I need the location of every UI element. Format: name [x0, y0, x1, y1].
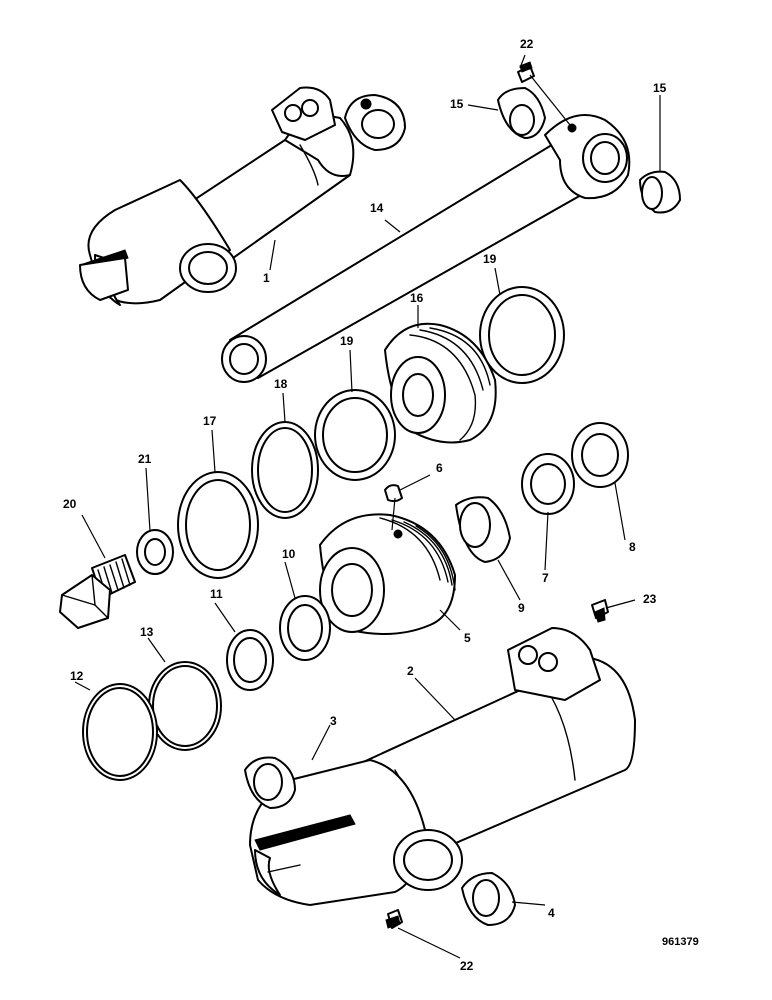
callout-16: 16 — [410, 291, 424, 305]
figure-reference-number: 961379 — [662, 936, 699, 948]
callout-21: 21 — [138, 452, 152, 466]
callout-6: 6 — [436, 461, 443, 475]
callout-3: 3 — [330, 714, 337, 728]
bush-15-right — [639, 170, 681, 214]
callout-23: 23 — [643, 592, 657, 606]
callout-22-top: 22 — [520, 37, 534, 51]
callout-7: 7 — [542, 571, 549, 585]
o-ring-13 — [148, 661, 222, 751]
bush-15-left — [497, 87, 546, 139]
seal-18 — [251, 421, 319, 519]
bush-4 — [461, 872, 516, 926]
callout-1: 1 — [263, 271, 270, 285]
leader-lines — [74, 54, 661, 959]
callout-11: 11 — [210, 587, 223, 601]
ring-19-lower — [314, 389, 396, 481]
cylinder-barrel-lower — [249, 627, 636, 906]
washer-21 — [136, 529, 174, 575]
seal-17 — [177, 471, 259, 579]
bolt-20 — [59, 554, 136, 629]
callout-13: 13 — [140, 625, 154, 639]
sleeve-9 — [455, 496, 511, 563]
bush-3 — [244, 756, 296, 809]
callout-18: 18 — [274, 377, 288, 391]
callout-9: 9 — [518, 601, 525, 615]
callout-19-lower: 19 — [340, 334, 354, 348]
ring-7 — [521, 453, 575, 515]
grease-nipple-23 — [591, 599, 609, 623]
callout-8: 8 — [629, 540, 636, 554]
grease-nipple-lower — [385, 909, 403, 929]
callout-19-upper: 19 — [483, 252, 497, 266]
piston-rod — [221, 114, 631, 383]
callout-2: 2 — [407, 664, 414, 678]
back-up-ring-12 — [82, 683, 158, 781]
ring-19-upper — [479, 286, 565, 384]
callout-12: 12 — [70, 669, 84, 683]
callout-5: 5 — [464, 631, 471, 645]
plug-6 — [384, 484, 403, 503]
cylinder-barrel-upper — [79, 86, 406, 306]
ring-10 — [279, 595, 331, 661]
ring-11 — [226, 629, 274, 691]
callout-20: 20 — [63, 497, 77, 511]
callout-17: 17 — [203, 414, 217, 428]
callout-14: 14 — [370, 201, 384, 215]
grease-nipple-upper — [517, 61, 535, 83]
callout-labels: 22 15 15 14 1 19 16 19 18 17 21 6 20 8 1… — [63, 37, 667, 973]
piston-16 — [384, 322, 497, 444]
callout-15-left: 15 — [450, 97, 464, 111]
callout-22-bottom: 22 — [460, 959, 474, 973]
callout-4: 4 — [548, 906, 555, 920]
ring-8 — [571, 422, 629, 488]
callout-15-right: 15 — [653, 81, 667, 95]
callout-10: 10 — [282, 547, 296, 561]
gland-5 — [319, 513, 456, 635]
